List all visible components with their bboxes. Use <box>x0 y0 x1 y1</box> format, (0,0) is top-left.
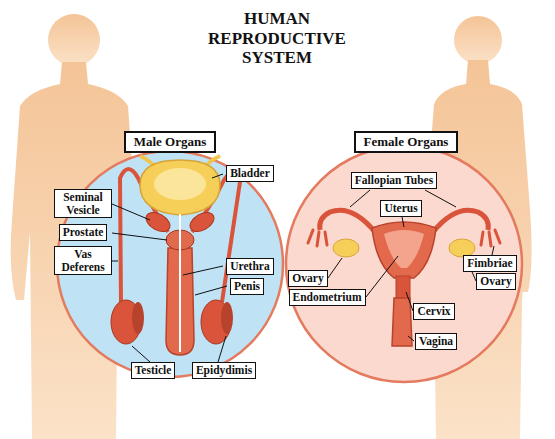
label-text: Penis <box>234 280 260 293</box>
label-box: Ovary <box>288 270 327 287</box>
leader-line <box>132 346 150 362</box>
leader-line <box>406 292 413 311</box>
label-text: Fallopian Tubes <box>355 174 433 187</box>
vagina-shape <box>392 298 412 346</box>
label-text: Endometrium <box>293 291 362 304</box>
label-box: Urethra <box>226 258 273 275</box>
male-head <box>48 14 100 66</box>
leader-line <box>218 336 226 362</box>
label-box: Fimbriae <box>463 255 516 272</box>
label-box: Penis <box>230 278 264 295</box>
leader-line <box>112 204 150 220</box>
label-text: Prostate <box>63 226 104 239</box>
label-text: Ovary <box>292 272 323 285</box>
leader-line <box>212 174 223 178</box>
urethra-line <box>179 214 181 352</box>
fallopian-tube-shape <box>320 210 375 232</box>
label-text: Uterus <box>384 202 417 215</box>
fimbriae-shape <box>481 230 500 246</box>
female-circle <box>286 146 522 382</box>
label-box: Uterus <box>380 200 421 217</box>
label-box: Vagina <box>415 333 457 350</box>
leader-line <box>425 190 456 207</box>
label-text: Vas Deferens <box>58 248 108 273</box>
bladder-highlight <box>154 168 206 200</box>
leader-line <box>366 256 398 297</box>
leader-lines <box>112 174 494 362</box>
label-text: Ovary <box>480 275 511 288</box>
label-box: Endometrium <box>289 289 366 306</box>
bladder-shape <box>140 160 220 215</box>
label-text: Male Organs <box>134 135 207 149</box>
endometrium-shape <box>384 230 424 268</box>
fallopian-tube-shape <box>433 210 488 232</box>
label-text: Female Organs <box>364 135 449 149</box>
leader-line <box>112 233 167 240</box>
diagram-title: HUMAN REPRODUCTIVE SYSTEM <box>207 9 347 68</box>
label-box: Cervix <box>413 303 454 320</box>
label-box: Epidydimis <box>192 362 256 379</box>
label-text: Epidydimis <box>196 364 252 377</box>
leader-line <box>183 266 223 275</box>
section-heading-box: Female Organs <box>354 131 459 153</box>
leader-line <box>402 217 404 227</box>
label-text: Bladder <box>230 167 270 180</box>
leader-line <box>328 258 342 278</box>
label-box: Testicle <box>131 362 176 379</box>
section-heading-box: Male Organs <box>124 131 217 153</box>
leader-line <box>350 190 370 207</box>
label-box: Seminal Vesicle <box>54 189 112 218</box>
seminal-vesicle-shape <box>187 209 218 236</box>
epididymis-shape <box>132 302 144 334</box>
leader-line <box>408 336 414 341</box>
label-text: Urethra <box>230 260 269 273</box>
label-text: Seminal Vesicle <box>58 191 108 216</box>
ovary-shape <box>333 239 359 257</box>
label-box: Ovary <box>476 273 515 290</box>
label-text: Cervix <box>417 305 450 318</box>
label-box: Bladder <box>226 165 274 182</box>
label-text: Vagina <box>419 335 453 348</box>
fimbriae-shape <box>308 230 327 246</box>
seminal-vesicle-shape <box>143 209 174 236</box>
uterus-shape <box>372 222 436 278</box>
label-text: Fimbriae <box>467 257 512 270</box>
leader-line <box>492 246 494 255</box>
label-text: Testicle <box>135 364 172 377</box>
label-box: Prostate <box>59 224 108 241</box>
label-box: Vas Deferens <box>54 246 112 275</box>
male-circle <box>57 151 283 377</box>
label-box: Fallopian Tubes <box>351 172 437 189</box>
epididymis-shape <box>221 302 233 334</box>
female-head <box>454 16 502 64</box>
leader-line <box>112 261 118 262</box>
leader-line <box>195 286 227 295</box>
